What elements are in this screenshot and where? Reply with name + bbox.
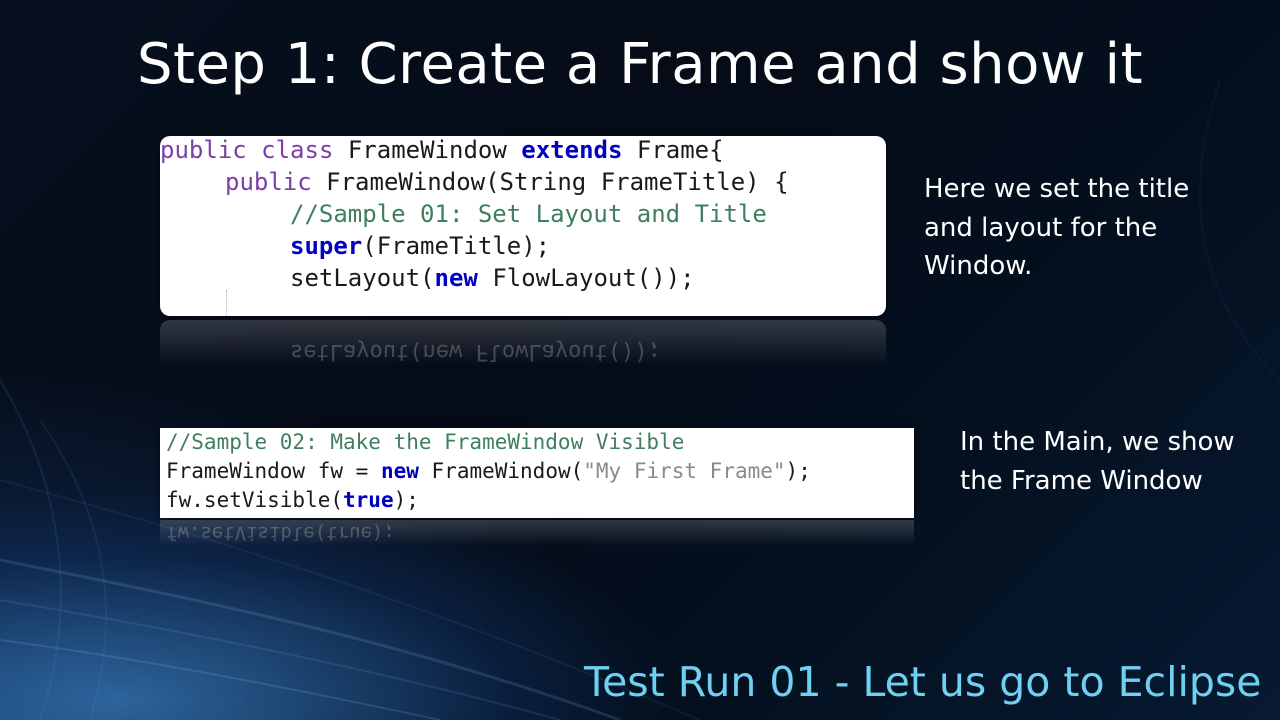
code-block-2-reflection: [160, 520, 914, 546]
string-literal: "My First Frame": [583, 459, 786, 483]
keyword-new: new: [434, 264, 478, 292]
constructor-call: FrameWindow(: [431, 459, 584, 483]
variable-declaration: FrameWindow fw =: [166, 459, 381, 483]
super-args: (FrameTitle);: [362, 232, 551, 260]
code-block-main: //Sample 02: Make the FrameWindow Visibl…: [160, 428, 914, 518]
keyword-class: class: [261, 136, 334, 164]
method-args: FlowLayout());: [492, 264, 695, 292]
code-line-set-layout: setLayout(new FlowLayout());: [290, 262, 695, 294]
class-name: FrameWindow: [347, 136, 507, 164]
slide-footer: Test Run 01 - Let us go to Eclipse: [584, 658, 1262, 706]
method-call: setLayout(: [290, 264, 435, 292]
keyword-public: public: [225, 168, 312, 196]
code-block-1-reflection-text: setLayout(new FlowLayout());: [290, 339, 661, 364]
code-comment: //Sample 01: Set Layout and Title: [290, 200, 767, 228]
keyword-new: new: [380, 459, 419, 483]
keyword-super: super: [290, 232, 363, 260]
code-line-instantiate: FrameWindow fw = new FrameWindow("My Fir…: [166, 457, 811, 486]
note-show-frame: In the Main, we show the Frame Window: [960, 427, 1235, 496]
statement-end: );: [785, 459, 811, 483]
indent-guide: [226, 290, 227, 316]
note-set-title-layout: Here we set the title and layout for the…: [924, 174, 1190, 281]
keyword-extends: extends: [521, 136, 623, 164]
code-line-comment: //Sample 01: Set Layout and Title: [290, 198, 767, 230]
method-call: fw.setVisible(: [166, 488, 344, 512]
keyword-true: true: [343, 488, 394, 512]
keyword-public: public: [160, 136, 247, 164]
code-line-super-call: super(FrameTitle);: [290, 230, 550, 262]
superclass-name: Frame{: [636, 136, 724, 164]
code-line-comment: //Sample 02: Make the FrameWindow Visibl…: [166, 428, 684, 457]
code-comment: //Sample 02: Make the FrameWindow Visibl…: [166, 430, 685, 454]
code-block-frame-window-class: public class FrameWindow extends Frame{ …: [160, 136, 886, 316]
slide-title: Step 1: Create a Frame and show it: [136, 32, 1144, 97]
constructor-signature: FrameWindow(String FrameTitle) {: [326, 168, 789, 196]
code-block-2-reflection-text: fw.setVisible(true);: [166, 522, 395, 544]
code-line-class-declaration: public class FrameWindow extends Frame{: [160, 134, 724, 166]
code-line-set-visible: fw.setVisible(true);: [166, 486, 419, 515]
code-block-1-reflection: [160, 320, 886, 366]
statement-end: );: [393, 488, 419, 512]
code-line-constructor: public FrameWindow(String FrameTitle) {: [225, 166, 789, 198]
